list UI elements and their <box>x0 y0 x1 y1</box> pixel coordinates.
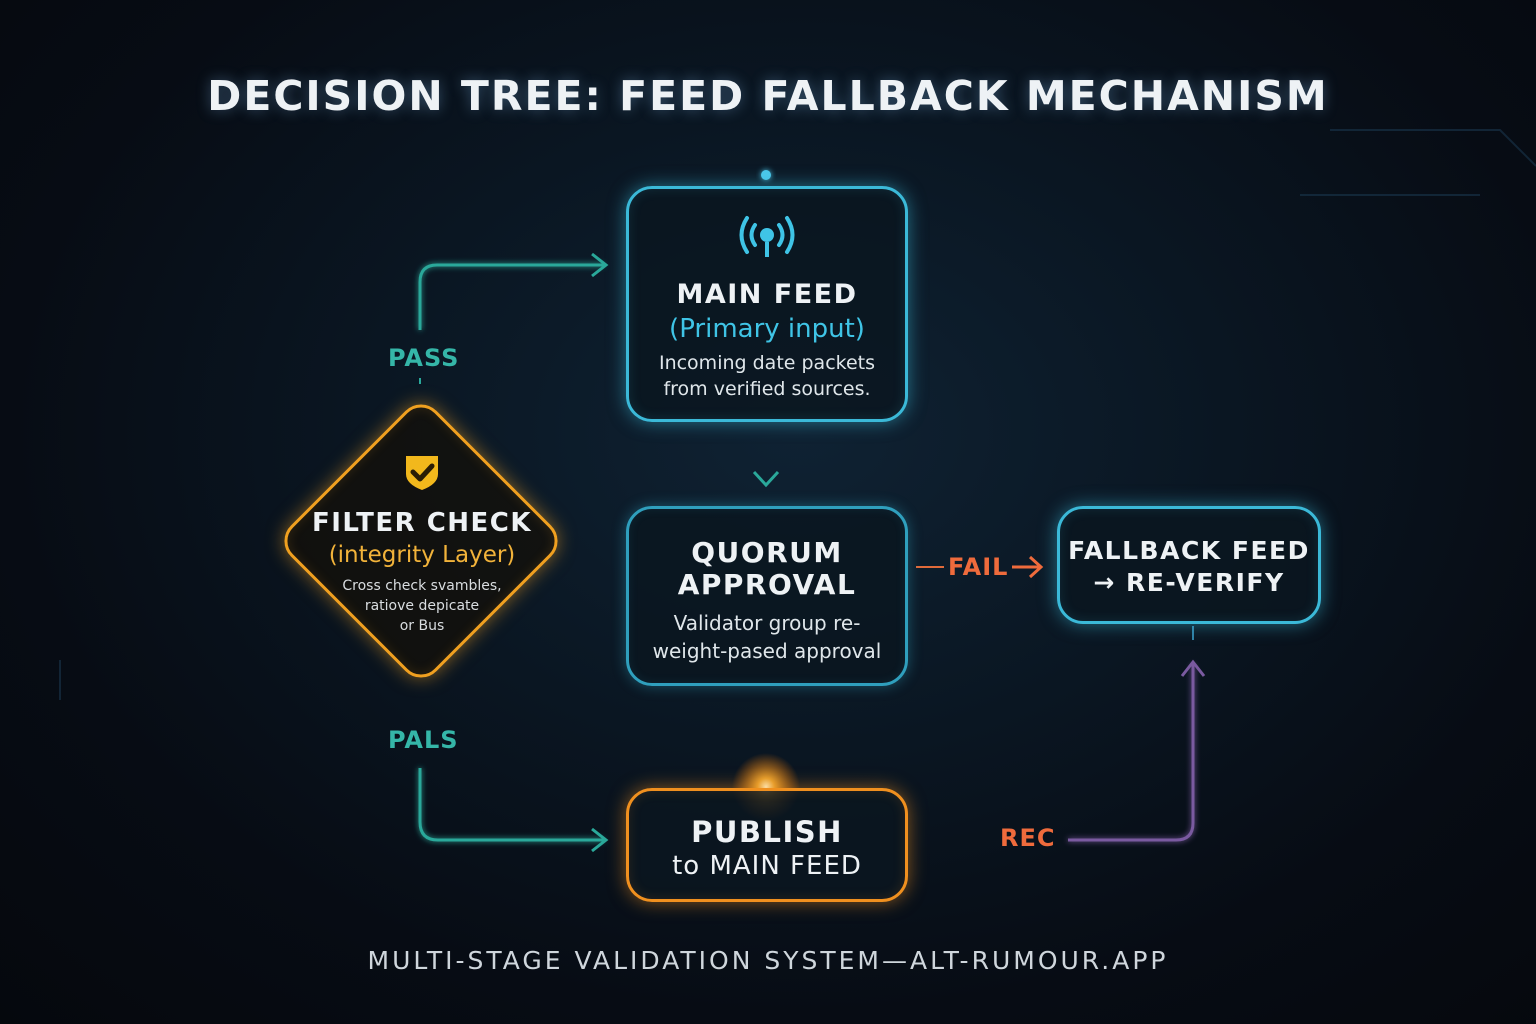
title-connector-dot <box>761 170 771 180</box>
pass-arrowhead <box>591 252 609 278</box>
fallback-title-line1: FALLBACK FEED <box>1068 536 1310 565</box>
page-title: DECISION TREE: FEED FALLBACK MECHANISM <box>207 72 1329 120</box>
main-to-quorum-arrowhead <box>752 470 780 488</box>
quorum-title-line1: QUORUM <box>691 536 843 569</box>
main-feed-desc-line2: from verified sources. <box>663 378 871 400</box>
footer-caption: MULTI-STAGE VALIDATION SYSTEM—ALT-RUMOUR… <box>367 946 1169 975</box>
quorum-approval-node: QUORUM APPROVAL Validator group re- weig… <box>626 506 908 686</box>
fallback-title-line2: → RE-VERIFY <box>1093 568 1285 597</box>
filter-check-desc-line3: or Bus <box>399 618 445 634</box>
edge-label-pals: PALS <box>388 726 459 754</box>
rec-arrowhead <box>1180 659 1206 677</box>
main-feed-desc-line1: Incoming date packets <box>658 352 876 374</box>
filter-check-content: FILTER CHECK (integrity Layer) Cross che… <box>300 452 544 636</box>
signal-icon <box>629 211 905 263</box>
fail-arrow-icon <box>1010 551 1044 587</box>
shield-check-icon <box>300 452 544 494</box>
main-feed-subtitle: (Primary input) <box>669 314 865 344</box>
publish-node: PUBLISH to MAIN FEED <box>626 788 908 902</box>
pals-arrowhead <box>591 827 609 853</box>
edge-label-fail: FAIL <box>948 553 1009 581</box>
publish-title-line1: PUBLISH <box>691 815 843 849</box>
main-feed-node: MAIN FEED (Primary input) Incoming date … <box>626 186 908 422</box>
rec-path <box>1068 664 1195 842</box>
publish-title-line2: to MAIN FEED <box>672 851 862 881</box>
edge-label-rec: REC <box>1000 824 1056 852</box>
edge-label-pass: PASS <box>388 344 460 372</box>
filter-check-title: FILTER CHECK <box>311 508 533 538</box>
filter-check-desc-line2: ratiove depicate <box>364 598 480 614</box>
quorum-desc-line2: weight-pased approval <box>652 639 882 663</box>
main-feed-title: MAIN FEED <box>676 279 858 310</box>
pals-path <box>418 768 604 842</box>
filter-check-subtitle: (integrity Layer) <box>328 542 516 568</box>
quorum-title-line2: APPROVAL <box>677 568 857 601</box>
fallback-feed-node: FALLBACK FEED → RE-VERIFY <box>1057 506 1321 624</box>
pass-path <box>418 263 604 330</box>
filter-check-desc-line1: Cross check svambles, <box>342 578 502 594</box>
quorum-desc-line1: Validator group re- <box>673 611 861 635</box>
